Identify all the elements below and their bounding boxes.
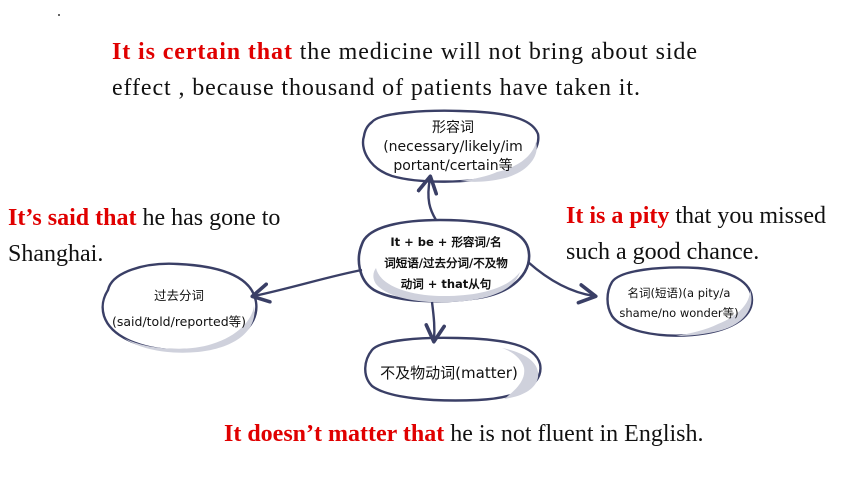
sentence-top-highlight: It is certain that — [112, 39, 293, 65]
node-left-text: 过去分词 (said/told/reported等) — [100, 283, 258, 335]
sentence-left-rest-2: Shanghai. — [8, 241, 104, 267]
sentence-left-highlight: It’s said that — [8, 205, 137, 231]
sentence-right-rest-1: that you missed — [669, 203, 827, 229]
sentence-right-highlight: It is a pity — [566, 203, 670, 229]
node-left-line-1: 过去分词 — [153, 288, 204, 303]
node-left-line-2: (said/told/reported等) — [111, 314, 246, 329]
node-right-text: 名词(短语)(a pity/a shame/no wonder等) — [606, 283, 752, 323]
arrow-to-left — [250, 268, 363, 304]
sentence-left: It’s said that he has gone to Shanghai. — [8, 200, 280, 272]
node-bottom-text: 不及物动词(matter) — [356, 362, 542, 384]
node-top-shape — [361, 109, 540, 183]
arrow-to-bottom — [424, 301, 446, 344]
sentence-top: It is certain that the medicine will not… — [112, 34, 698, 106]
sentence-bottom-rest-1: he is not fluent in English. — [444, 421, 704, 447]
node-top-text: 形容词 (necessary/likely/im portant/certain… — [368, 119, 538, 176]
sentence-bottom: It doesn’t matter that he is not fluent … — [224, 416, 704, 452]
node-top-line-1: 形容词 — [432, 120, 474, 136]
sentence-bottom-highlight: It doesn’t matter that — [224, 421, 445, 447]
sentence-right: It is a pity that you missed such a good… — [566, 198, 826, 270]
sentence-right-rest-2: such a good chance. — [566, 239, 760, 265]
node-right-line-1: 名词(短语)(a pity/a — [627, 286, 731, 300]
node-top-line-3: portant/certain等 — [393, 158, 513, 174]
arrow-to-top — [416, 174, 439, 221]
node-center-line-1: It + be + 形容词/名 — [390, 235, 502, 249]
node-center-line-2: 词短语/过去分词/不及物 — [384, 256, 508, 270]
node-left-shape — [101, 262, 258, 353]
sentence-top-rest-2: effect , because thousand of patients ha… — [112, 75, 641, 101]
node-top-line-2: (necessary/likely/im — [383, 139, 523, 155]
node-center-shape — [357, 218, 531, 303]
arrow-to-right — [527, 261, 598, 305]
sentence-left-rest-1: he has gone to — [136, 205, 281, 231]
node-center-line-3: 动词 + that从句 — [400, 277, 492, 291]
sentence-top-rest-1: the medicine will not bring about side — [292, 39, 698, 65]
node-bottom-line-1: 不及物动词(matter) — [380, 364, 518, 382]
stray-dot — [58, 14, 60, 16]
node-center-text: It + be + 形容词/名 词短语/过去分词/不及物 动词 + that从句 — [366, 232, 526, 295]
node-right-shape — [606, 266, 754, 337]
node-right-line-2: shame/no wonder等) — [619, 306, 739, 320]
